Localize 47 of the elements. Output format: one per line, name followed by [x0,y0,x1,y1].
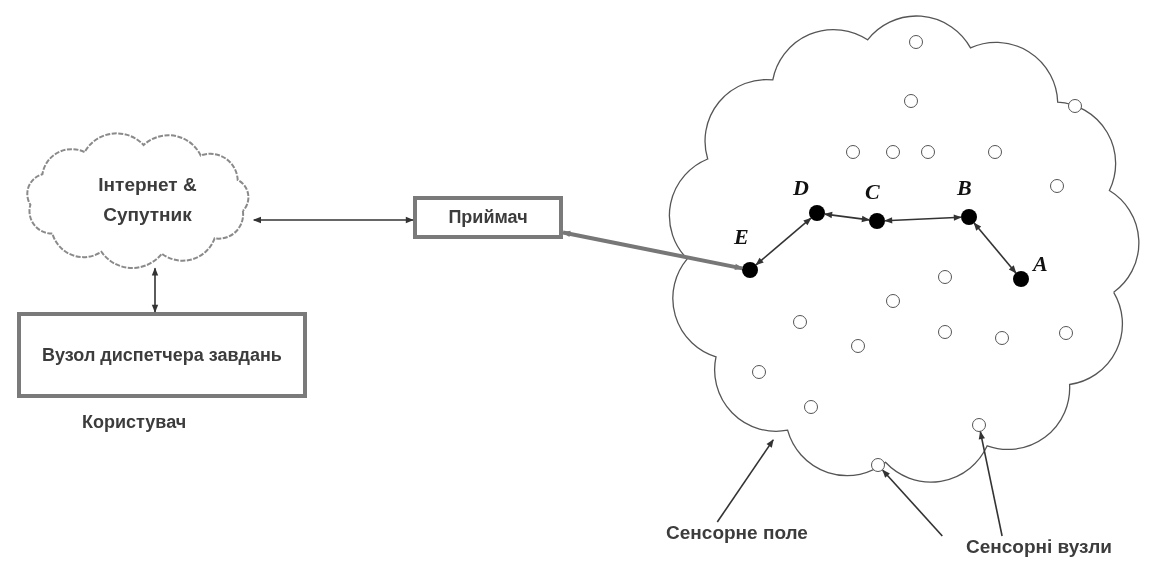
sensor-node [793,315,807,329]
arrow [973,222,1017,274]
node-letter: C [865,179,880,205]
sensor-node [804,400,818,414]
sensor-node [972,418,986,432]
sensor-node [938,325,952,339]
sensor-node [1050,179,1064,193]
arrow [824,211,870,223]
sensor-node [988,145,1002,159]
sensor-node [851,339,865,353]
arrow [562,230,743,271]
sensor-node [909,35,923,49]
sensor-node [846,145,860,159]
sensor-node [871,458,885,472]
node-caption: Користувач [82,412,187,433]
node-letter: A [1033,251,1048,277]
active-sensor-node [809,205,825,221]
sensor-node [752,365,766,379]
arrow [253,216,414,224]
node-label: Інтернет & Супутник [97,172,198,227]
sensor-node [886,145,900,159]
node-letter: B [957,175,972,201]
leader-line [881,469,944,537]
sensor-node [938,270,952,284]
sensor-node [921,145,935,159]
node-label: Вузол диспетчера завдань [42,343,282,367]
sensor-node [995,331,1009,345]
active-sensor-node [742,262,758,278]
active-sensor-node [961,209,977,225]
active-sensor-node [869,213,885,229]
active-sensor-node [1013,271,1029,287]
leader-line [978,431,1003,537]
sensor-node [1068,99,1082,113]
sensor-node [1059,326,1073,340]
arrow [151,267,159,313]
node-label: Приймач [448,206,528,230]
callout-label: Сенсорне поле [622,522,852,552]
process-box [413,196,563,239]
sensor-node [904,94,918,108]
node-letter: E [734,224,749,250]
leader-line [716,439,774,523]
process-box [17,312,307,398]
node-letter: D [793,175,809,201]
sensor-node [886,294,900,308]
callout-label: Сенсорні вузли [925,536,1153,562]
arrow [884,214,962,224]
arrow [755,217,812,266]
